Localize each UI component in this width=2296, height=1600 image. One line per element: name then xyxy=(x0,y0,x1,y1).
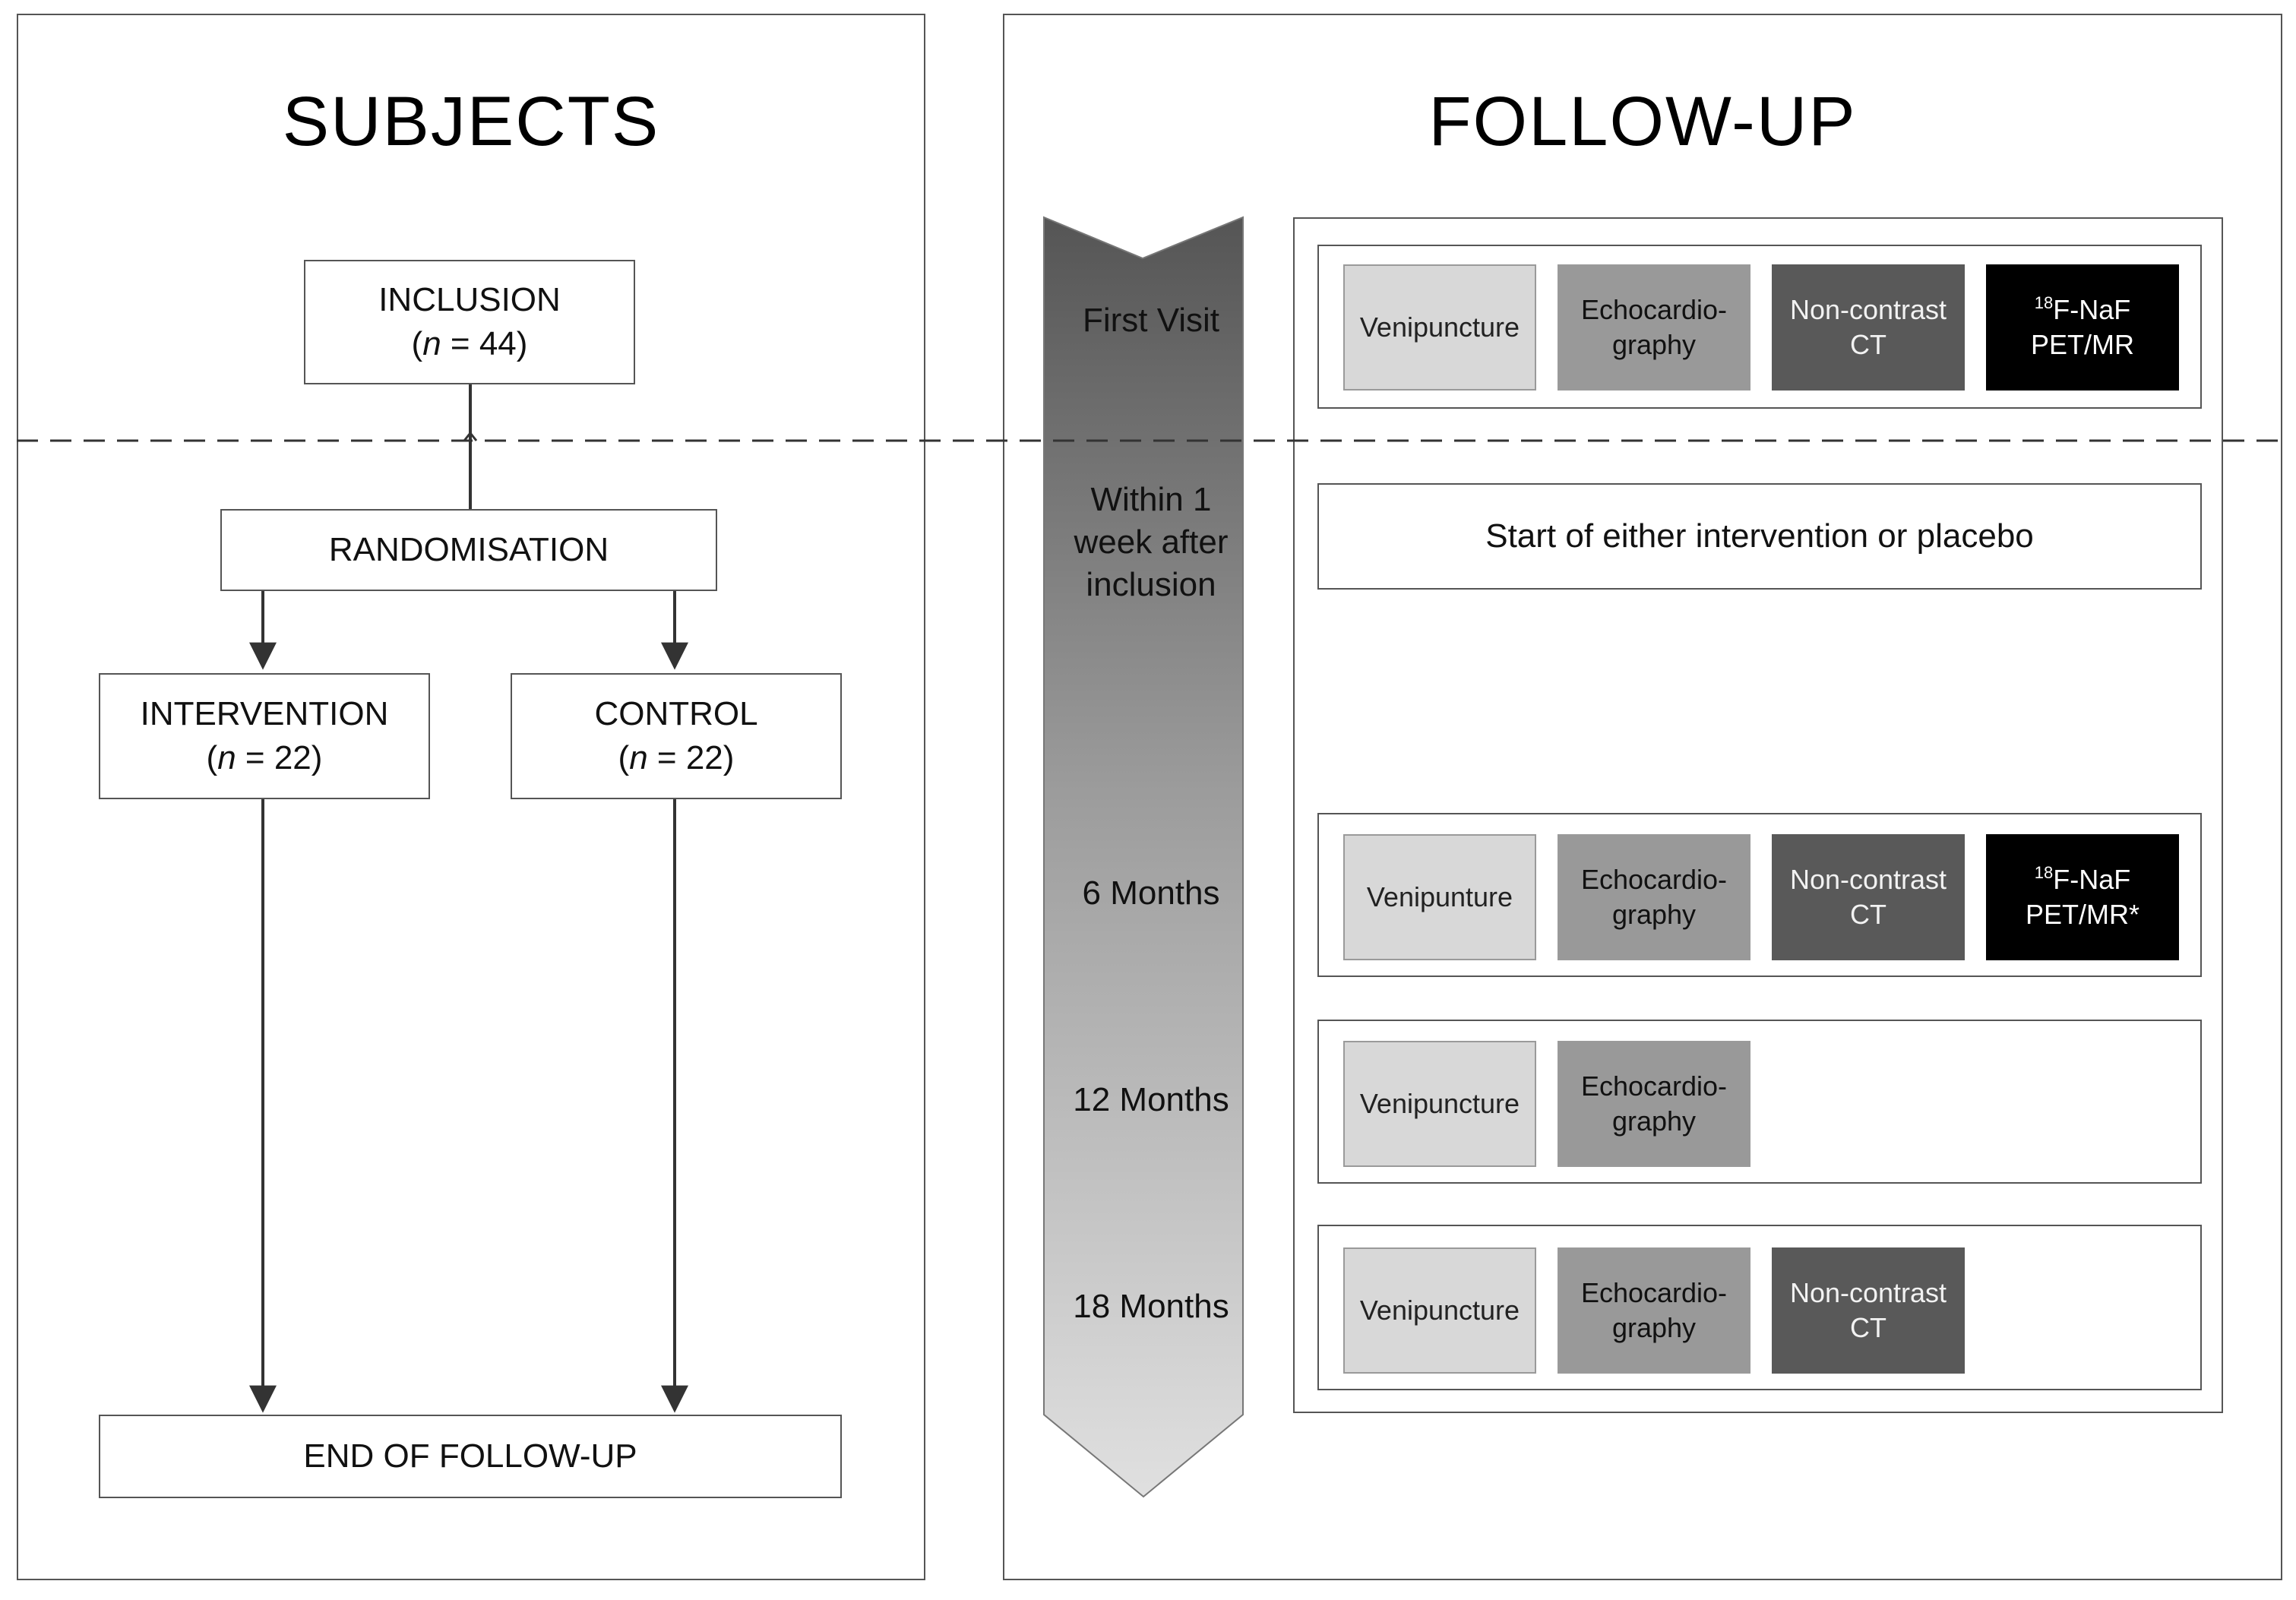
control-box: CONTROL (n = 22) xyxy=(511,673,842,799)
intervention-box: INTERVENTION (n = 22) xyxy=(99,673,430,799)
venipuncture-cell: Venipuncture xyxy=(1343,264,1536,391)
inclusion-caret xyxy=(463,431,478,441)
intervention-count: (n = 22) xyxy=(206,739,323,776)
followup-title: FOLLOW-UP xyxy=(1428,83,1857,160)
intervention-label: INTERVENTION xyxy=(140,695,389,732)
echocardiography-cell: Echocardio-graphy xyxy=(1558,834,1750,960)
inclusion-count: (n = 44) xyxy=(411,325,528,362)
timeline-6-months: 6 Months xyxy=(1082,874,1220,912)
echocardiography-cell: Echocardio-graphy xyxy=(1558,1247,1750,1374)
venipuncture-cell: Venipuncture xyxy=(1343,1041,1536,1167)
timeline-arrow xyxy=(1043,216,1244,1498)
echocardiography-cell: Echocardio-graphy xyxy=(1558,1041,1750,1167)
twelve-months-row: Venipuncture Echocardio-graphy xyxy=(1317,1020,2202,1184)
end-of-followup-label: END OF FOLLOW-UP xyxy=(303,1437,637,1475)
randomisation-label: RANDOMISATION xyxy=(328,531,609,568)
control-label: CONTROL xyxy=(594,695,758,732)
first-visit-row: Venipuncture Echocardio-graphy Non-contr… xyxy=(1317,245,2202,409)
inclusion-label: INCLUSION xyxy=(378,281,561,318)
timeline-12-months: 12 Months xyxy=(1073,1081,1229,1118)
venipuncture-cell: Venipuncture xyxy=(1343,1247,1536,1374)
inclusion-box: INCLUSION (n = 44) xyxy=(304,260,635,384)
timeline-within-week: Within 1 week after inclusion xyxy=(1074,481,1229,603)
six-months-row: Venipunture Echocardio-graphy Non-contra… xyxy=(1317,813,2202,977)
start-intervention-text: Start of either intervention or placebo xyxy=(1485,517,2034,555)
subjects-title: SUBJECTS xyxy=(282,83,660,160)
timeline-first-visit: First Visit xyxy=(1082,302,1220,339)
start-intervention-row: Start of either intervention or placebo xyxy=(1317,483,2202,590)
end-of-followup-box: END OF FOLLOW-UP xyxy=(99,1415,842,1498)
control-count: (n = 22) xyxy=(618,739,735,776)
echocardiography-cell: Echocardio-graphy xyxy=(1558,264,1750,391)
randomisation-box: RANDOMISATION xyxy=(220,509,717,591)
eighteen-months-row: Venipuncture Echocardio-graphy Non-contr… xyxy=(1317,1225,2202,1390)
timeline-18-months: 18 Months xyxy=(1073,1288,1229,1325)
venipuncture-cell: Venipunture xyxy=(1343,834,1536,960)
